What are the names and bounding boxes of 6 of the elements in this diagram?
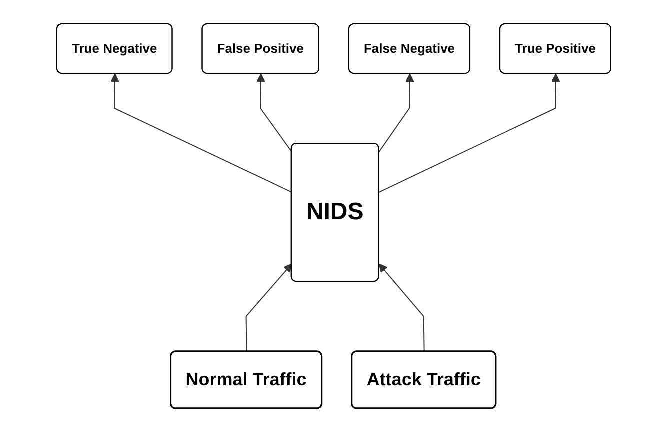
arrow	[378, 73, 414, 152]
arrow	[378, 264, 424, 352]
arrow	[245, 264, 292, 352]
arrow	[256, 73, 292, 152]
arrow	[378, 73, 560, 193]
arrow	[110, 73, 292, 193]
